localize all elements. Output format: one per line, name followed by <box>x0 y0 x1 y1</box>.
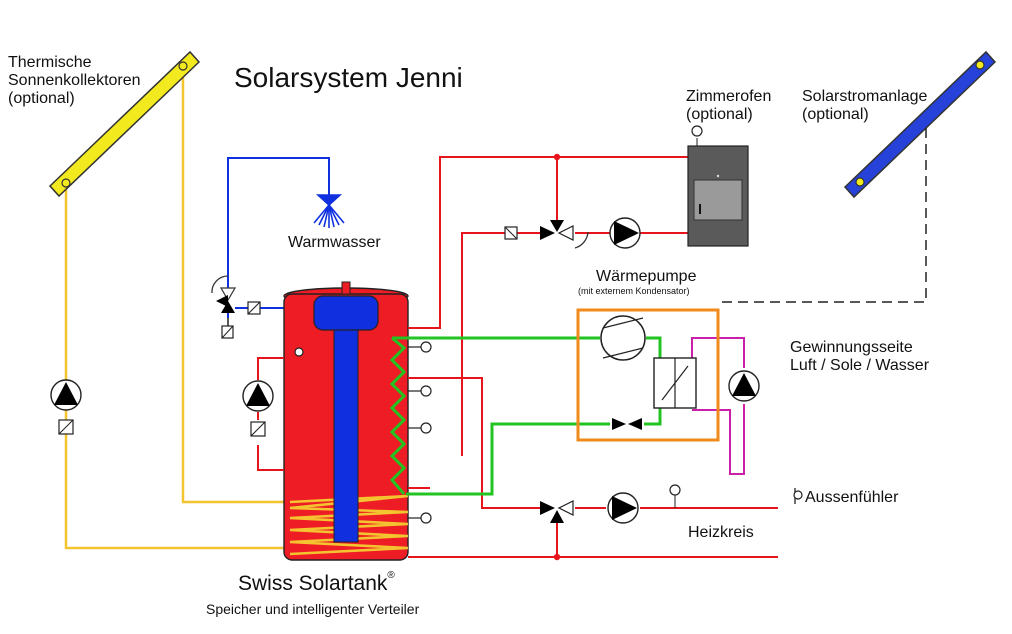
hot-water-label: Warmwasser <box>288 234 381 251</box>
heating-thermometer <box>669 484 681 508</box>
pv-collector <box>843 50 997 199</box>
tank-port-sensor <box>420 385 432 397</box>
registered-mark: ® <box>387 570 395 581</box>
source-side-line2: Luft / Sole / Wasser <box>790 356 930 374</box>
room-stove-line1: Zimmerofen <box>686 88 772 105</box>
pv-system-line2: (optional) <box>802 105 869 123</box>
thermal-collectors-line1: Thermische <box>8 54 92 71</box>
room-stove-label: Zimmerofen (optional) <box>686 88 771 124</box>
source-side-label: Gewinnungsseite Luft / Sole / Wasser <box>790 339 929 375</box>
brand-subtitle: Speicher und intelligenter Verteiler <box>206 601 420 617</box>
sensor-icon <box>221 325 234 339</box>
pipe-junction <box>553 153 561 161</box>
tank-port-sensor <box>420 341 432 353</box>
diagram-title: Solarsystem Jenni <box>234 62 463 93</box>
tank-port-sensor <box>294 347 304 357</box>
pipe-junction <box>553 553 561 561</box>
thermal-collectors-line2: Sonnenkollektoren <box>8 71 141 89</box>
shower-head-icon <box>313 194 345 228</box>
tank-port-sensor <box>420 422 432 434</box>
stove-sensor <box>691 125 703 137</box>
heating-pipes <box>257 156 778 558</box>
sensor-icon <box>247 301 261 315</box>
inner-hot-water-tank <box>313 295 379 543</box>
sensor-icon <box>250 421 266 437</box>
compressor-icon <box>600 315 646 361</box>
thermal-collectors-line3: (optional) <box>8 89 75 107</box>
heat-exchanger-icon <box>653 357 697 409</box>
heating-circuit-label: Heizkreis <box>688 524 754 541</box>
heat-pump-loop <box>392 336 662 496</box>
brand-name: Swiss Solartank® <box>238 570 395 596</box>
sensor-icon <box>504 226 518 240</box>
heat-pump-box <box>576 308 720 442</box>
pump-stove <box>609 217 641 249</box>
sensor-icon <box>58 419 74 435</box>
room-stove <box>687 138 749 247</box>
pump-solar-loop <box>50 379 82 411</box>
pump-heating <box>607 492 639 524</box>
pump-source <box>728 370 760 402</box>
pv-control-line <box>718 128 927 303</box>
mixing-valve-stove <box>540 220 589 249</box>
pv-system-line1: Solarstromanlage <box>802 88 928 105</box>
expansion-valve-icon <box>612 418 642 430</box>
outdoor-sensor-label: Aussenfühler <box>805 489 899 506</box>
solar-coil <box>289 494 408 556</box>
mixing-valve-heating <box>540 500 574 523</box>
thermal-collectors-label: Thermische Sonnenkollektoren (optional) <box>8 54 141 108</box>
heat-pump-coil <box>389 336 407 495</box>
solar-loop-pipes <box>64 70 290 550</box>
tank-port-sensor <box>420 512 432 524</box>
thermal-collector <box>48 50 201 198</box>
heat-pump-title: Wärmepumpe <box>596 268 697 285</box>
outdoor-sensor-icon <box>793 488 803 504</box>
mixing-valve-hot-water <box>211 275 237 313</box>
pv-system-label: Solarstromanlage (optional) <box>802 88 927 124</box>
brand-name-text: Swiss Solartank <box>238 572 388 595</box>
heat-pump-subtitle: (mit externem Kondensator) <box>578 286 690 296</box>
source-side-line1: Gewinnungsseite <box>790 339 913 356</box>
pump-tank-loop <box>242 380 274 412</box>
room-stove-line2: (optional) <box>686 105 753 123</box>
